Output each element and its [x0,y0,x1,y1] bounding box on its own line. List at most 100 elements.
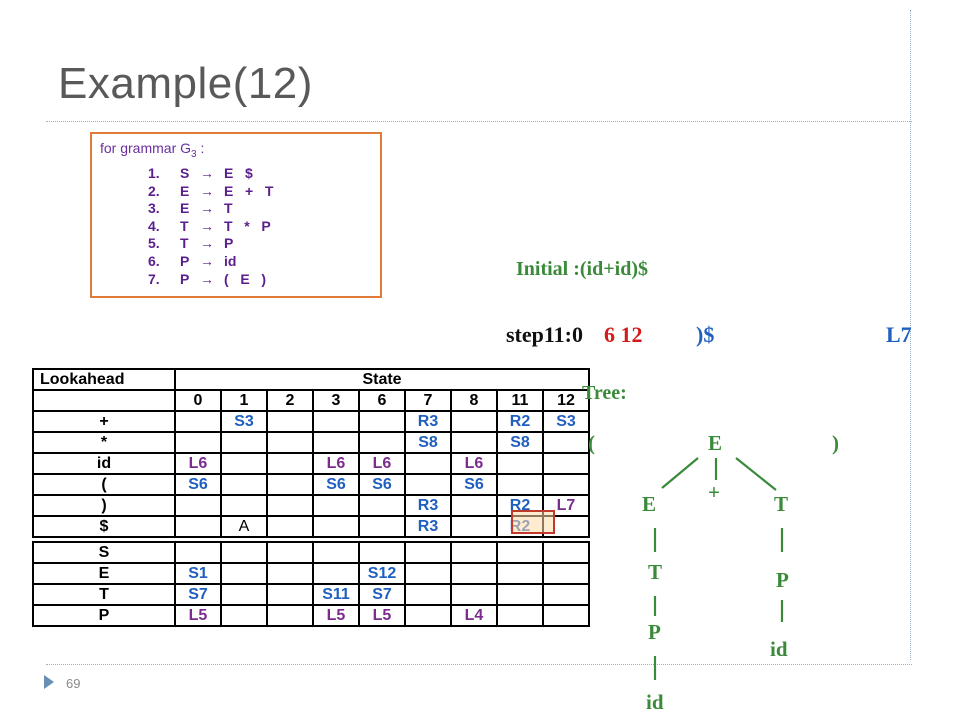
tree-plus: + [708,480,720,504]
table-cell [542,604,590,627]
rule-lhs: P [180,253,190,269]
table-cell [450,431,498,454]
footer-bullet-icon [44,675,54,689]
rule-lhs: S [180,165,190,181]
lookahead-symbol: + [32,410,176,433]
table-cell: L6 [450,452,498,475]
right-guide [910,10,911,660]
table-cell: A [220,515,268,538]
grammar-rule: 1.S→E $ [148,166,253,181]
table-cell [496,604,544,627]
rule-rhs: ( E ) [224,270,266,287]
table-cell [266,452,314,475]
table-cell [450,410,498,433]
lookahead-symbol: T [32,583,176,606]
table-cell: S3 [220,410,268,433]
table-cell [450,541,498,564]
state-header: State [174,368,590,391]
table-cell [266,473,314,496]
table-cell [542,452,590,475]
rule-rhs: E $ [224,165,253,181]
table-separator [33,536,589,543]
rule-arr: → [200,182,214,199]
table-cell: S6 [358,473,406,496]
tree-lparen: ( [588,431,595,455]
tree-right-id: id [770,637,788,661]
grammar-caption: for grammar G3 : [100,140,205,160]
state-number: 11 [496,389,544,412]
table-cell [542,473,590,496]
rule-n: 4. [148,217,160,234]
table-cell [358,515,406,538]
title-divider [46,121,912,122]
state-number: 6 [358,389,406,412]
tree-left-id: id [646,690,664,714]
table-cell: S3 [542,410,590,433]
lookahead-header: Lookahead [32,368,176,391]
initial-input: Initial :(id+id)$ [516,258,648,280]
table-cell: L6 [358,452,406,475]
grammar-rule: 3.E→T [148,201,233,216]
table-cell [496,473,544,496]
table-cell: R3 [404,410,452,433]
rule-n: 7. [148,270,160,287]
table-cell [312,410,360,433]
table-cell [174,541,222,564]
table-cell [404,452,452,475]
separator-cell [33,536,589,543]
rule-rhs: P [224,235,234,252]
table-cell [312,494,360,517]
table-cell: L6 [312,452,360,475]
table-cell [450,494,498,517]
table-cell [450,583,498,606]
table-cell [404,604,452,627]
rule-arr: → [200,253,214,269]
table-cell [220,541,268,564]
lookahead-symbol: S [32,541,176,564]
lookahead-symbol: E [32,562,176,585]
table-cell [266,410,314,433]
table-cell [358,410,406,433]
table-cell [220,431,268,454]
table-cell [220,494,268,517]
table-row: S [32,541,590,564]
table-cell [266,431,314,454]
table-cell [358,494,406,517]
table-cell [404,562,452,585]
table-cell [220,604,268,627]
table-cell: S6 [174,473,222,496]
remaining-input: )$ [696,322,715,347]
rule-rhs: id [224,253,237,269]
table-cell [266,515,314,538]
table-header-row: Lookahead State [32,368,590,391]
table-cell [496,452,544,475]
table-cell: S7 [358,583,406,606]
rule-arr: → [200,235,214,252]
rule-arr: → [200,270,214,287]
table-cell [312,541,360,564]
tree-left-t: T [648,560,663,584]
table-cell [404,583,452,606]
table-cell: S7 [174,583,222,606]
slide-title: Example(12) [58,59,313,108]
table-cell: L5 [312,604,360,627]
lookahead-symbol: ) [32,494,176,517]
rule-n: 2. [148,182,160,199]
table-cell [266,562,314,585]
table-cell: S11 [312,583,360,606]
table-cell: L5 [174,604,222,627]
table-cell [542,541,590,564]
tree-right-p: P [776,568,789,592]
rule-lhs: P [180,270,190,287]
tree-left-e: E [642,492,657,516]
table-cell: L4 [450,604,498,627]
table-cell: S6 [450,473,498,496]
footer-divider [46,664,912,665]
table-cell [266,583,314,606]
